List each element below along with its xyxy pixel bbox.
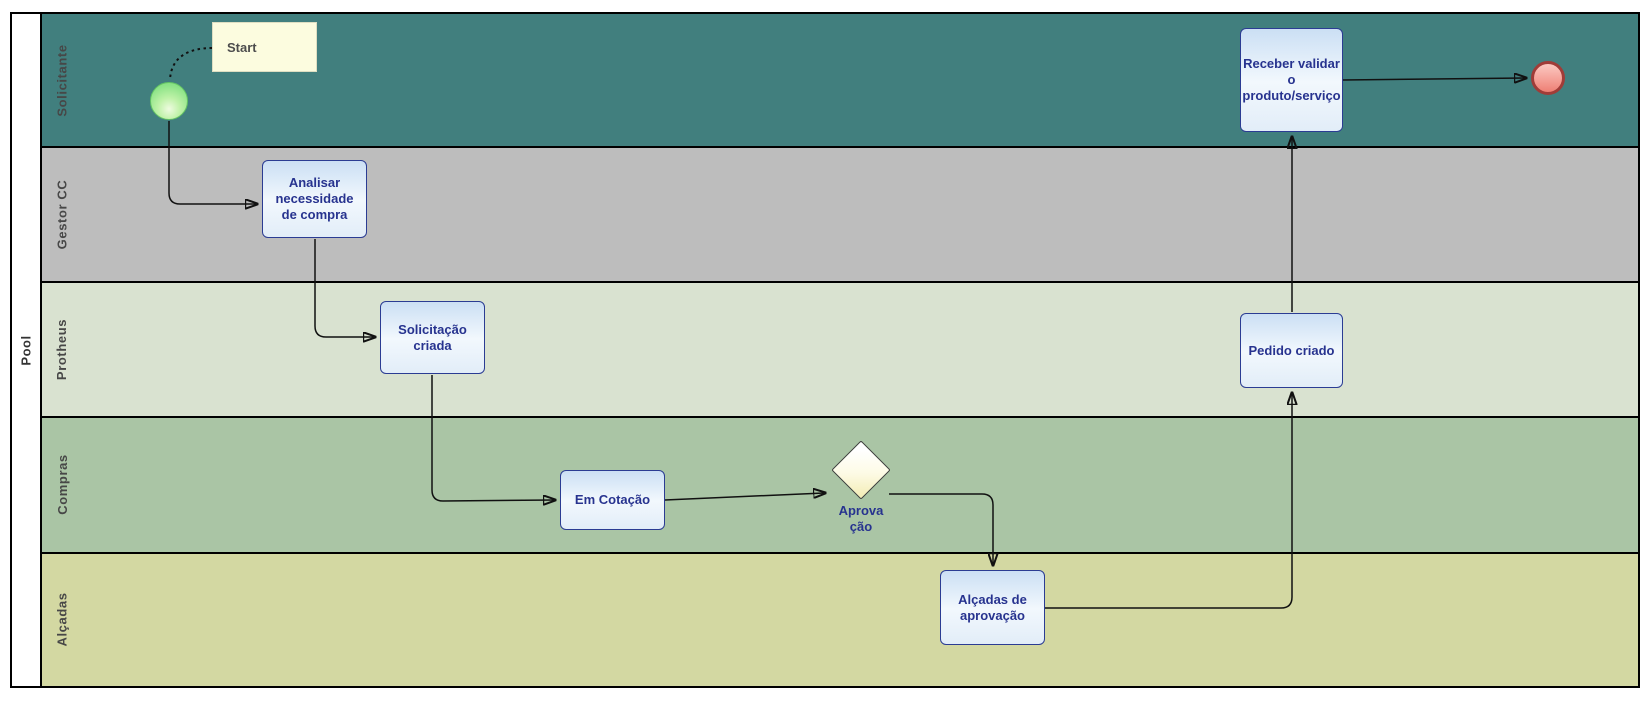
gateway-label-line1: Aprova — [838, 503, 884, 518]
gateway-aprovacao-label: Aprova ção — [811, 503, 911, 535]
end-event[interactable] — [1531, 61, 1565, 95]
pool-header: Pool — [12, 14, 42, 686]
flow-cotacao-to-gateway[interactable] — [664, 493, 824, 501]
association-start-annotation[interactable] — [169, 47, 213, 81]
flow-gateway-to-alcadas[interactable] — [889, 493, 993, 564]
gateway-label-line2: ção — [849, 519, 873, 534]
task-analisar-necessidade[interactable]: Analisar necessidade de compra — [262, 160, 367, 238]
task-alcadas-aprovacao[interactable]: Alçadas de aprovação — [940, 570, 1045, 645]
annotation-start-label: Start — [227, 39, 257, 55]
flow-alcadas-to-pedido[interactable] — [1045, 394, 1292, 609]
lane-compras: Compras — [42, 415, 1638, 552]
task-label: Solicitação criada — [398, 321, 467, 353]
task-solicitacao-criada[interactable]: Solicitação criada — [380, 301, 485, 374]
task-label: Alçadas de aprovação — [958, 591, 1027, 623]
lane-alcadas: Alçadas — [42, 551, 1638, 686]
task-receber-validar[interactable]: Receber validar o produto/serviço — [1240, 28, 1343, 132]
flow-solicitacao-to-cotacao[interactable] — [431, 375, 554, 501]
flow-receber-to-end[interactable] — [1342, 78, 1525, 80]
annotation-start[interactable]: Start — [212, 22, 317, 72]
lanes-container: Solicitante Gestor CC Protheus Compras — [42, 14, 1638, 686]
flow-start-to-analisar[interactable] — [168, 121, 256, 204]
task-label: Analisar necessidade de compra — [275, 175, 354, 222]
task-pedido-criado[interactable]: Pedido criado — [1240, 313, 1343, 388]
lane-protheus: Protheus — [42, 281, 1638, 416]
task-label: Pedido criado — [1248, 342, 1335, 358]
task-label: Receber validar o produto/serviço — [1242, 56, 1341, 103]
start-event[interactable] — [150, 82, 188, 120]
task-label: Em Cotação — [574, 492, 651, 507]
task-em-cotacao[interactable]: Em Cotação — [560, 470, 665, 530]
flow-analisar-to-solicitacao[interactable] — [314, 239, 374, 337]
pool: Pool Solicitante Gestor CC Protheus Co — [10, 12, 1640, 688]
